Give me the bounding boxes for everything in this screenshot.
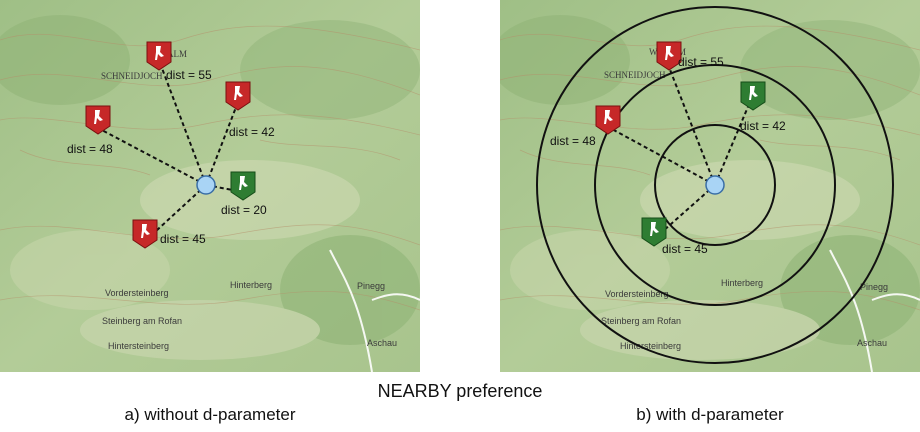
distance-label: dist = 45 — [160, 232, 206, 246]
map-canvas-a: ALM SCHNEIDJOCH Hinterberg Vordersteinbe… — [0, 0, 420, 372]
distance-label: dist = 55 — [166, 68, 212, 82]
ski-marker-icon — [604, 110, 613, 124]
distance-label: dist = 55 — [678, 55, 724, 69]
place-labels: W M SCHNEIDJOCH Hinterberg Vordersteinbe… — [601, 47, 888, 351]
distance-labels: dist = 55 dist = 42 dist = 48 dist = 45 — [550, 55, 786, 256]
map-panel-b: W M SCHNEIDJOCH Hinterberg Vordersteinbe… — [500, 0, 920, 372]
valley-stream — [329, 249, 420, 372]
poi-marker[interactable] — [740, 81, 766, 111]
location-dot-icon — [196, 175, 216, 195]
ski-marker-icon — [155, 46, 164, 60]
distance-labels: dist = 55 dist = 42 dist = 48 dist = 20 … — [67, 68, 275, 246]
location-dot-icon — [705, 175, 725, 195]
ski-marker-icon — [239, 176, 248, 190]
poi-marker[interactable] — [225, 81, 251, 111]
panel-b-label: b) with d-parameter — [636, 405, 784, 424]
ski-marker-icon — [234, 86, 243, 100]
place-label: ALM — [167, 49, 187, 59]
map-panel-a: ALM SCHNEIDJOCH Hinterberg Vordersteinbe… — [0, 0, 420, 372]
distance-label: dist = 42 — [229, 125, 275, 139]
place-label: SCHNEIDJOCH — [604, 70, 666, 80]
distance-label: dist = 48 — [67, 142, 113, 156]
ski-marker-icon — [665, 46, 674, 60]
place-label: Aschau — [367, 338, 397, 348]
distance-lines — [609, 61, 751, 241]
place-label: M — [678, 47, 686, 57]
distance-label: dist = 20 — [221, 203, 267, 217]
poi-marker[interactable] — [656, 41, 682, 71]
distance-ring — [536, 6, 894, 364]
place-label: Vordersteinberg — [105, 288, 169, 298]
poi-marker[interactable] — [85, 105, 111, 135]
poi-marker[interactable] — [146, 41, 172, 71]
contour-lines — [0, 25, 420, 311]
distance-ring — [594, 64, 836, 306]
figure-caption: NEARBY preference — [377, 381, 543, 401]
distance-ring — [654, 124, 776, 246]
distance-rings — [536, 6, 894, 364]
place-label: W — [649, 47, 658, 57]
place-label: Hintersteinberg — [108, 341, 169, 351]
place-label: Pinegg — [357, 281, 385, 291]
map-canvas-b: W M SCHNEIDJOCH Hinterberg Vordersteinbe… — [500, 0, 920, 372]
valley-stream — [829, 249, 920, 372]
place-label: SCHNEIDJOCH — [101, 71, 163, 81]
ski-marker-icon — [141, 224, 150, 238]
place-label: Hintersteinberg — [620, 341, 681, 351]
ski-marker-icon — [749, 86, 758, 100]
place-labels: ALM SCHNEIDJOCH Hinterberg Vordersteinbe… — [101, 49, 397, 351]
poi-marker[interactable] — [641, 217, 667, 247]
place-label: Steinberg am Rofan — [601, 316, 681, 326]
place-label: Aschau — [857, 338, 887, 348]
place-label: Vordersteinberg — [605, 289, 669, 299]
place-label: Pinegg — [860, 282, 888, 292]
poi-marker[interactable] — [595, 105, 621, 135]
terrain-patches — [500, 15, 920, 360]
place-label: Hinterberg — [230, 280, 272, 290]
ski-marker-icon — [650, 222, 659, 236]
distance-label: dist = 42 — [740, 119, 786, 133]
panel-a-label: a) without d-parameter — [124, 405, 296, 424]
poi-marker[interactable] — [132, 219, 158, 249]
place-label: Hinterberg — [721, 278, 763, 288]
contour-lines — [500, 25, 920, 311]
ski-marker-icon — [94, 110, 103, 124]
distance-label: dist = 48 — [550, 134, 596, 148]
place-label: Steinberg am Rofan — [102, 316, 182, 326]
distance-label: dist = 45 — [662, 242, 708, 256]
poi-marker[interactable] — [230, 171, 256, 201]
